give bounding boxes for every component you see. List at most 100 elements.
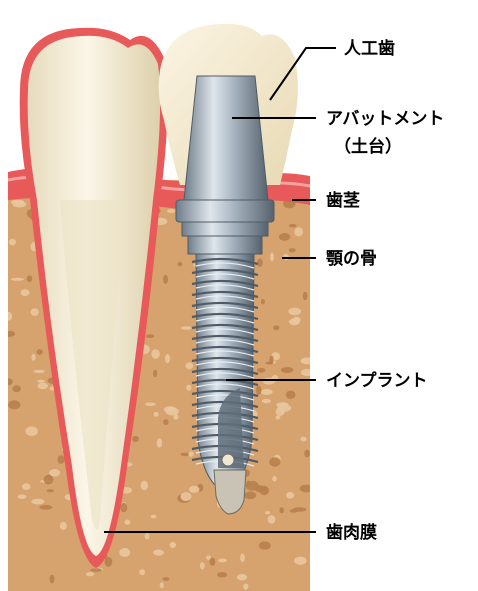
label-abutment: アバットメント (326, 109, 444, 129)
bone-pore (276, 408, 285, 416)
bone-pore (261, 299, 265, 304)
bone-pore (5, 312, 12, 321)
bone-pore (167, 209, 176, 213)
bone-pore (217, 572, 227, 577)
label-jawbone: 顎の骨 (326, 249, 377, 269)
bone-pore (151, 349, 160, 359)
bone-pore (276, 402, 288, 407)
bone-pore (58, 455, 65, 464)
bone-pore (165, 354, 170, 363)
bone-pore (163, 275, 168, 284)
bone-pore (153, 370, 157, 377)
bone-pore (27, 275, 33, 282)
implant-vent-dot (222, 454, 234, 466)
bone-pore (272, 476, 277, 482)
bone-pore (163, 577, 170, 581)
bone-pore (160, 582, 164, 588)
bone-pore (243, 583, 248, 589)
bone-pore (11, 278, 24, 281)
bone-pore (33, 370, 45, 373)
bone-pore (157, 438, 162, 447)
bone-pore (9, 239, 16, 246)
bone-pore (44, 475, 54, 485)
bone-pore (86, 572, 94, 576)
bone-pore (289, 248, 296, 252)
bone-pore (31, 499, 44, 505)
bone-pore (301, 357, 315, 364)
bone-pore (5, 378, 13, 385)
bone-pore (218, 559, 227, 563)
bone-pore (300, 485, 313, 493)
bone-pore (50, 575, 55, 584)
bone-pore (105, 557, 113, 567)
bone-pore (263, 378, 275, 385)
bone-pore (90, 568, 102, 572)
bone-pore (26, 426, 38, 436)
bone-pore (5, 331, 15, 337)
bone-pore (181, 492, 192, 501)
bone-pore (244, 492, 256, 500)
bone-pore (262, 399, 271, 403)
bone-pore (279, 507, 284, 513)
bone-pore (189, 451, 194, 456)
bone-pore (151, 515, 157, 519)
bone-pore (31, 308, 39, 316)
bone-pore (240, 554, 245, 563)
bone-pore (166, 407, 179, 415)
bone-pore (119, 548, 130, 557)
label-periodontal-membrane: 歯肉膜 (326, 522, 377, 543)
bone-pore (261, 389, 273, 395)
bone-pore (304, 450, 310, 458)
abutment-collar (176, 200, 274, 222)
bone-pore (237, 574, 247, 580)
bone-pore (38, 383, 49, 390)
bone-pore (266, 362, 274, 365)
bone-pore (39, 505, 52, 510)
bone-pore (146, 334, 154, 338)
bone-pore (139, 569, 145, 575)
bone-pore (286, 492, 294, 499)
bone-pore (189, 486, 200, 493)
label-gum: 歯茎 (326, 190, 360, 211)
abutment (184, 76, 268, 200)
bone-pore (256, 386, 261, 395)
bone-pore (120, 503, 127, 512)
bone-pore (210, 558, 216, 566)
label-implant: インプラント (326, 370, 428, 391)
bone-pore (8, 400, 20, 409)
bone-pore (259, 541, 271, 549)
bone-pore (294, 227, 303, 236)
bone-pore (125, 519, 131, 524)
bone-pore (163, 419, 168, 425)
bone-pore (13, 385, 21, 392)
bone-pore (47, 489, 54, 492)
bone-pore (257, 368, 265, 373)
bone-pore (293, 507, 306, 512)
bone-pore (170, 542, 176, 548)
label-crown: 人工歯 (344, 38, 395, 59)
bone-pore (145, 533, 150, 539)
bone-pore (289, 224, 297, 228)
bone-pore (246, 481, 250, 488)
bone-pore (21, 289, 30, 296)
bone-pore (22, 483, 31, 490)
bone-pore (200, 562, 205, 569)
bone-pore (270, 253, 274, 262)
bone-pore (300, 437, 306, 442)
label-abutment-sub: （土台） (334, 136, 402, 157)
bone-pore (132, 436, 139, 442)
bone-pore (294, 557, 307, 565)
bone-pore (154, 412, 159, 417)
bone-pore (286, 391, 296, 399)
bone-pore (269, 457, 280, 466)
bone-pore (145, 402, 156, 406)
bone-pore (31, 354, 35, 361)
bone-pore (268, 515, 276, 524)
bone-pore (18, 494, 27, 499)
bone-pore (181, 326, 191, 330)
bone-pore (37, 349, 43, 355)
bone-pore (257, 258, 263, 266)
bone-pore (276, 415, 281, 419)
bone-pore (289, 318, 300, 325)
